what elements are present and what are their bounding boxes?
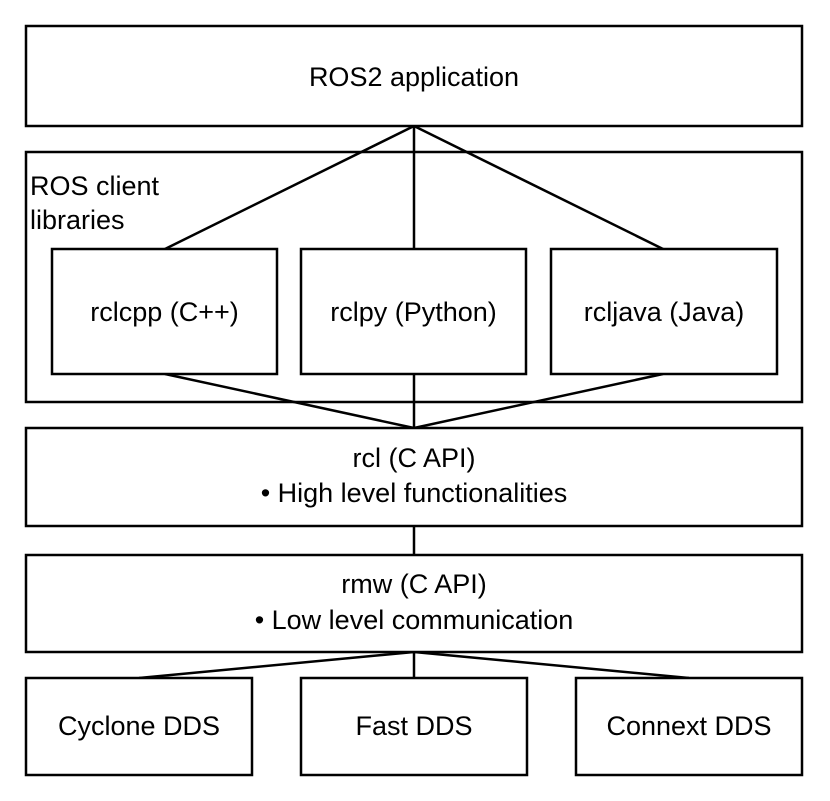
ros2-application-box: ROS2 application [24, 24, 804, 128]
rclcpp-label: rclcpp (C++) [90, 297, 239, 327]
rcljava-box: rcljava (Java) [549, 247, 779, 376]
rmw-box: rmw (C API) • Low level communication [24, 553, 804, 654]
rclcpp-box: rclcpp (C++) [50, 247, 279, 376]
rmw-title: rmw (C API) [341, 569, 487, 599]
connext-dds-label: Connext DDS [606, 711, 771, 741]
connector-app-rclcpp [164, 124, 415, 251]
client-libraries-group: ROS client libraries rclcpp (C++) rclpy … [24, 150, 804, 404]
client-libraries-group-label-line2: libraries [30, 205, 125, 235]
connector-rmw-connext [413, 650, 690, 680]
rcljava-label: rcljava (Java) [584, 297, 745, 327]
connector-app-rcljava [413, 124, 664, 251]
ros2-application-label: ROS2 application [309, 62, 519, 92]
client-libraries-group-label-line1: ROS client [30, 171, 160, 201]
cyclone-dds-label: Cyclone DDS [58, 711, 220, 741]
rcl-bullet: • High level functionalities [261, 478, 568, 508]
rclpy-box: rclpy (Python) [299, 247, 528, 376]
rclpy-label: rclpy (Python) [330, 297, 497, 327]
fast-dds-box: Fast DDS [299, 676, 529, 777]
rcl-title: rcl (C API) [352, 443, 475, 473]
rcl-box: rcl (C API) • High level functionalities [24, 426, 804, 528]
connext-dds-box: Connext DDS [574, 676, 804, 777]
connector-rmw-cyclone [138, 650, 415, 680]
fast-dds-label: Fast DDS [355, 711, 472, 741]
rmw-bullet: • Low level communication [255, 605, 574, 635]
cyclone-dds-box: Cyclone DDS [24, 676, 254, 777]
